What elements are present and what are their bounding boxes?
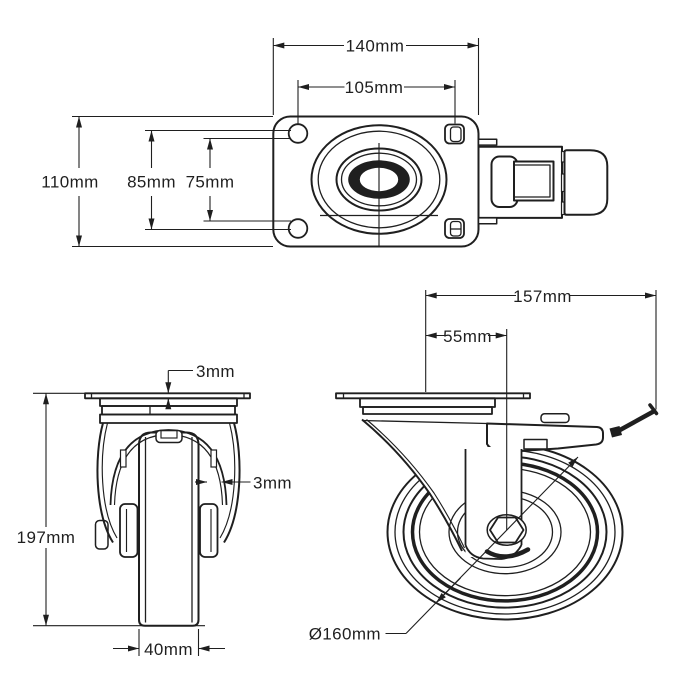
axle-boss bbox=[119, 503, 139, 558]
dim-label-3mm-plate: 3mm bbox=[196, 362, 235, 381]
fork-crown bbox=[99, 413, 238, 424]
dim-40mm: 40mm bbox=[113, 629, 225, 659]
dim-75mm: 75mm bbox=[186, 137, 291, 222]
dim-3mm-plate: 3mm bbox=[165, 362, 235, 410]
brake-lever-tip-front bbox=[94, 519, 109, 550]
swivel-raceway bbox=[310, 124, 448, 246]
dim-label-85mm: 85mm bbox=[127, 173, 176, 192]
wheel-front bbox=[138, 431, 200, 627]
dim-105mm: 105mm bbox=[297, 78, 456, 124]
dim-197mm: 197mm bbox=[17, 392, 205, 627]
brake-assembly-top bbox=[477, 138, 609, 225]
dim-label-140mm: 140mm bbox=[346, 37, 405, 56]
dim-85mm: 85mm bbox=[127, 129, 291, 231]
bolt-hole-slotted bbox=[444, 123, 465, 145]
dim-157mm: 157mm bbox=[425, 287, 657, 410]
dim-label-197mm: 197mm bbox=[17, 528, 76, 547]
swivel-ring-upper-side bbox=[359, 397, 496, 408]
bolt-hole bbox=[287, 123, 309, 144]
front-view: 3mm 3mm 197mm 40mm bbox=[17, 362, 292, 659]
dim-label-157mm: 157mm bbox=[513, 287, 572, 306]
side-view: 157mm 55mm Ø160mm bbox=[309, 287, 659, 644]
axle-boss bbox=[199, 503, 219, 558]
brake-pedal bbox=[563, 149, 609, 216]
dim-3mm-fork: 3mm bbox=[195, 474, 292, 493]
swivel-ring-lower-side bbox=[362, 406, 493, 415]
dim-label-105mm: 105mm bbox=[345, 78, 404, 97]
dim-label-40mm: 40mm bbox=[144, 640, 193, 659]
bolt-hole bbox=[287, 218, 309, 239]
dim-label-160mm: Ø160mm bbox=[309, 625, 381, 644]
dim-label-75mm: 75mm bbox=[186, 173, 235, 192]
hub-cap bbox=[155, 429, 183, 444]
bolt-hole-slotted bbox=[444, 218, 465, 239]
dim-110mm: 110mm bbox=[41, 115, 273, 248]
dim-label-55mm: 55mm bbox=[443, 327, 492, 346]
dim-160mm: Ø160mm bbox=[309, 456, 579, 644]
dim-55mm: 55mm bbox=[425, 327, 508, 530]
brake-lever bbox=[609, 403, 659, 438]
dim-140mm: 140mm bbox=[272, 37, 480, 115]
dim-label-110mm: 110mm bbox=[41, 173, 98, 192]
top-view: 140mm 105mm 110mm 85mm bbox=[41, 37, 609, 248]
dim-label-3mm-fork: 3mm bbox=[253, 474, 292, 493]
brake-tab bbox=[540, 413, 570, 424]
